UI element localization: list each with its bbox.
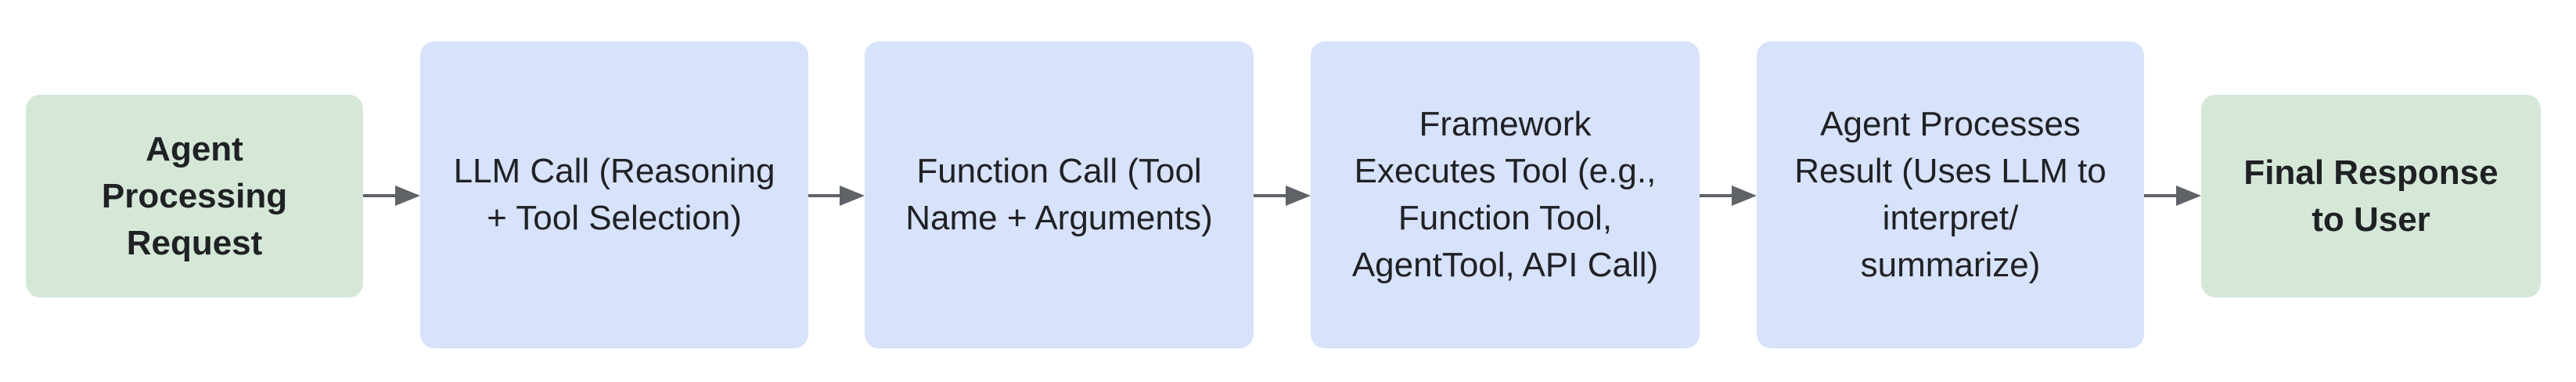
flow-arrow bbox=[1700, 186, 1757, 206]
node-label: Agent Processes Result (Uses LLM to inte… bbox=[1794, 105, 2106, 284]
node-label: LLM Call (Reasoning + Tool Selection) bbox=[453, 152, 775, 237]
arrow-shaft bbox=[363, 194, 395, 197]
arrow-shaft bbox=[1700, 194, 1732, 197]
arrow-right-icon bbox=[1286, 186, 1311, 206]
node-label: Agent Processing Request bbox=[101, 129, 288, 262]
node-function-call: Function Call (Tool Name + Arguments) bbox=[865, 41, 1254, 348]
node-label: Framework Executes Tool (e.g., Function … bbox=[1351, 105, 1659, 284]
flow-arrow bbox=[363, 186, 420, 206]
arrow-right-icon bbox=[2176, 186, 2201, 206]
arrow-right-icon bbox=[840, 186, 865, 206]
node-llm-call: LLM Call (Reasoning + Tool Selection) bbox=[420, 41, 808, 348]
arrow-right-icon bbox=[395, 186, 420, 206]
flow-arrow bbox=[808, 186, 865, 206]
node-agent-processes-result: Agent Processes Result (Uses LLM to inte… bbox=[1757, 41, 2144, 348]
node-label: Function Call (Tool Name + Arguments) bbox=[905, 152, 1213, 237]
arrow-right-icon bbox=[1732, 186, 1757, 206]
arrow-shaft bbox=[808, 194, 840, 197]
flow-arrow bbox=[2144, 186, 2201, 206]
node-framework-executes-tool: Framework Executes Tool (e.g., Function … bbox=[1311, 41, 1700, 348]
arrow-shaft bbox=[1254, 194, 1286, 197]
arrow-shaft bbox=[2144, 194, 2176, 197]
node-label: Final Response to User bbox=[2243, 153, 2499, 239]
flow-arrow bbox=[1254, 186, 1311, 206]
node-final-response-to-user: Final Response to User bbox=[2201, 95, 2541, 297]
node-agent-processing-request: Agent Processing Request bbox=[26, 95, 363, 297]
